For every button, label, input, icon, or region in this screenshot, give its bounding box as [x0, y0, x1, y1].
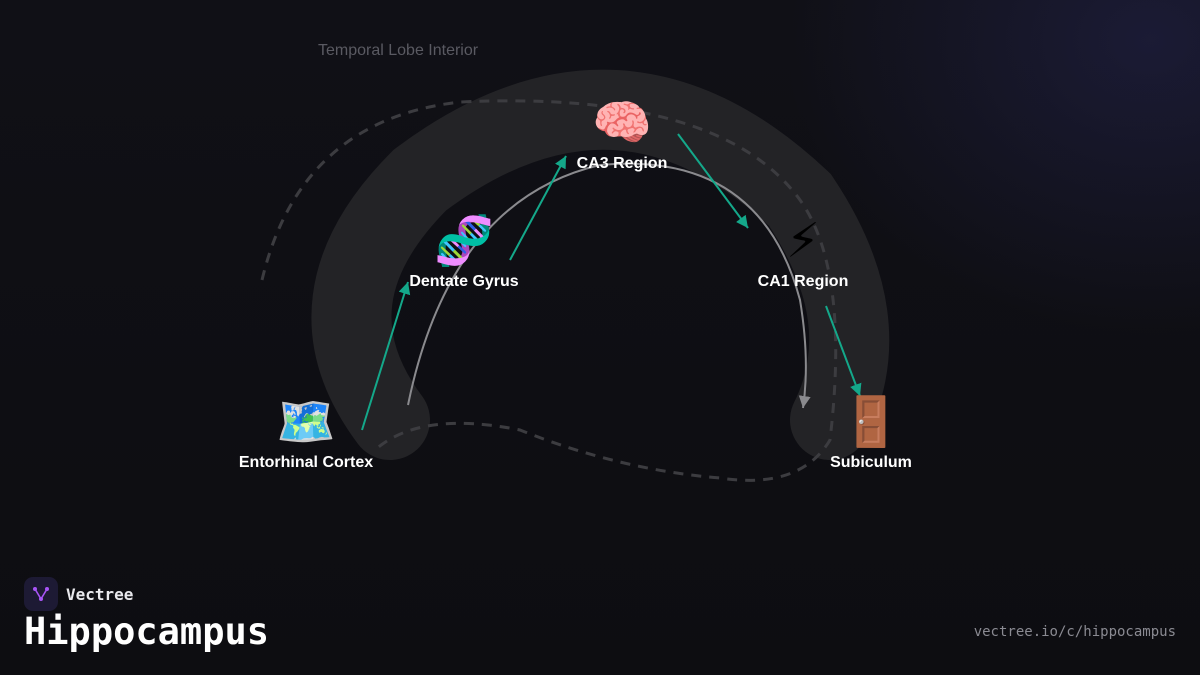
outer-dashed-outline — [260, 99, 838, 482]
node-ca3-region[interactable]: 🧠 CA3 Region — [577, 95, 668, 173]
dna-icon: 🧬 — [434, 213, 494, 269]
region-label: Temporal Lobe Interior — [318, 42, 479, 59]
node-label: CA1 Region — [757, 273, 849, 290]
node-entorhinal-cortex[interactable]: 🗺️ Entorhinal Cortex — [239, 394, 373, 472]
brand-name: Vectree — [66, 584, 134, 604]
inner-arc — [407, 162, 811, 409]
hippocampus-track — [311, 69, 890, 460]
page-url[interactable]: vectree.io/c/hippocampus — [973, 624, 1176, 640]
vectree-logo-icon — [24, 577, 58, 611]
lightning-icon: ⚡ — [786, 213, 820, 269]
node-label: Subiculum — [830, 454, 912, 471]
node-dentate-gyrus[interactable]: 🧬 Dentate Gyrus — [409, 213, 518, 291]
node-label: Entorhinal Cortex — [238, 454, 374, 471]
node-label: CA3 Region — [576, 155, 668, 172]
node-subiculum[interactable]: 🚪 Subiculum — [830, 394, 912, 472]
brain-icon: 🧠 — [592, 95, 652, 151]
map-icon: 🗺️ — [276, 394, 336, 450]
door-icon: 🚪 — [841, 394, 901, 450]
arrow-ca1-to-subiculum — [825, 305, 862, 397]
brand[interactable]: Vectree — [24, 577, 133, 611]
arrow-dentate-to-ca3 — [509, 155, 567, 261]
arrow-entorhinal-to-dentate — [361, 281, 411, 431]
arrow-ca3-to-ca1 — [677, 133, 749, 229]
node-ca1-region[interactable]: ⚡ CA1 Region — [758, 213, 849, 291]
node-label: Dentate Gyrus — [409, 273, 519, 290]
page-title: Hippocampus — [24, 610, 270, 653]
